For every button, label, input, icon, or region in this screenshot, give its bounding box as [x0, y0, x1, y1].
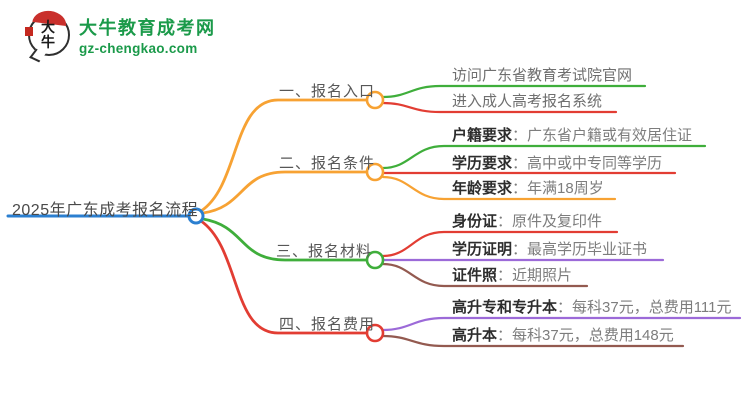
child-node: 高升专和专升本：每科37元，总费用111元: [452, 296, 732, 317]
child-line-2-3: [381, 175, 617, 201]
branch-line-3: [201, 217, 369, 262]
child-node: 进入成人高考报名系统: [452, 90, 602, 111]
branch-node-circle-1: [365, 90, 385, 110]
red-seal-shape: [25, 27, 33, 36]
child-label: 证件照: [452, 267, 498, 284]
branch-node-circle-3: [365, 250, 385, 270]
branch-label-fees: 四、报名费用: [279, 316, 376, 333]
root-topic-label: 2025年广东成考报名流程: [12, 202, 199, 219]
child-line-4-2: [381, 334, 685, 348]
child-node: 年龄要求：年满18周岁: [452, 177, 604, 198]
child-value: ：原件及复印件: [497, 213, 603, 230]
logo-subtitle: gz-chengkao.com: [79, 41, 198, 56]
bull-badge-icon: 大牛: [25, 8, 70, 63]
child-node: 户籍要求：广东省户籍或有效居住证: [452, 124, 692, 145]
child-line-1-1: [381, 84, 647, 99]
child-node: 访问广东省教育考试院官网: [452, 64, 632, 85]
child-node: 高升本：每科37元，总费用148元: [452, 324, 674, 345]
child-line-4-1: [381, 316, 742, 332]
child-label: 高升本: [452, 327, 498, 344]
branch-label-conditions: 二、报名条件: [279, 155, 376, 172]
child-value: ：广东省户籍或有效居住证: [512, 127, 693, 144]
child-node: 身份证：原件及复印件: [452, 210, 602, 231]
logo-text: 大牛教育成考网 gz-chengkao.com: [79, 14, 216, 56]
branch-label-materials: 三、报名材料: [276, 243, 373, 260]
child-text: 进入成人高考报名系统: [452, 93, 603, 110]
branch-label-entry: 一、报名入口: [279, 83, 376, 100]
logo-title: 大牛教育成考网: [79, 18, 216, 38]
root-node-circle: [187, 207, 205, 225]
child-label: 学历要求: [452, 155, 513, 172]
site-logo: 大牛 大牛教育成考网 gz-chengkao.com: [25, 8, 216, 63]
child-label: 年龄要求: [452, 180, 513, 197]
branch-node-circle-4: [365, 323, 385, 343]
child-label: 高升专和专升本: [452, 299, 558, 316]
child-label: 学历证明: [452, 241, 513, 258]
child-value: ：高中或中专同等学历: [512, 155, 663, 172]
child-node: 证件照：近期照片: [452, 264, 572, 285]
child-line-3-3: [381, 262, 589, 288]
child-value: ：每科37元，总费用111元: [557, 299, 732, 316]
branch-line-2: [201, 170, 369, 215]
branch-line-4: [199, 219, 369, 335]
child-line-2-1: [381, 144, 707, 170]
child-value: ：最高学历毕业证书: [512, 241, 648, 258]
child-node: 学历证明：最高学历毕业证书: [452, 238, 647, 259]
child-value: ：年满18周岁: [512, 180, 604, 197]
child-value: ：近期照片: [497, 267, 573, 284]
child-text: 访问广东省教育考试院官网: [452, 67, 633, 84]
child-line-3-1: [381, 230, 619, 258]
branch-line-1: [199, 98, 369, 213]
logo-characters: 大牛: [41, 20, 55, 51]
child-label: 户籍要求: [452, 127, 513, 144]
branch-node-circle-2: [365, 162, 385, 182]
child-node: 学历要求：高中或中专同等学历: [452, 152, 662, 173]
child-line-1-2: [381, 101, 618, 114]
child-label: 身份证: [452, 213, 498, 230]
child-value: ：每科37元，总费用148元: [497, 327, 674, 344]
